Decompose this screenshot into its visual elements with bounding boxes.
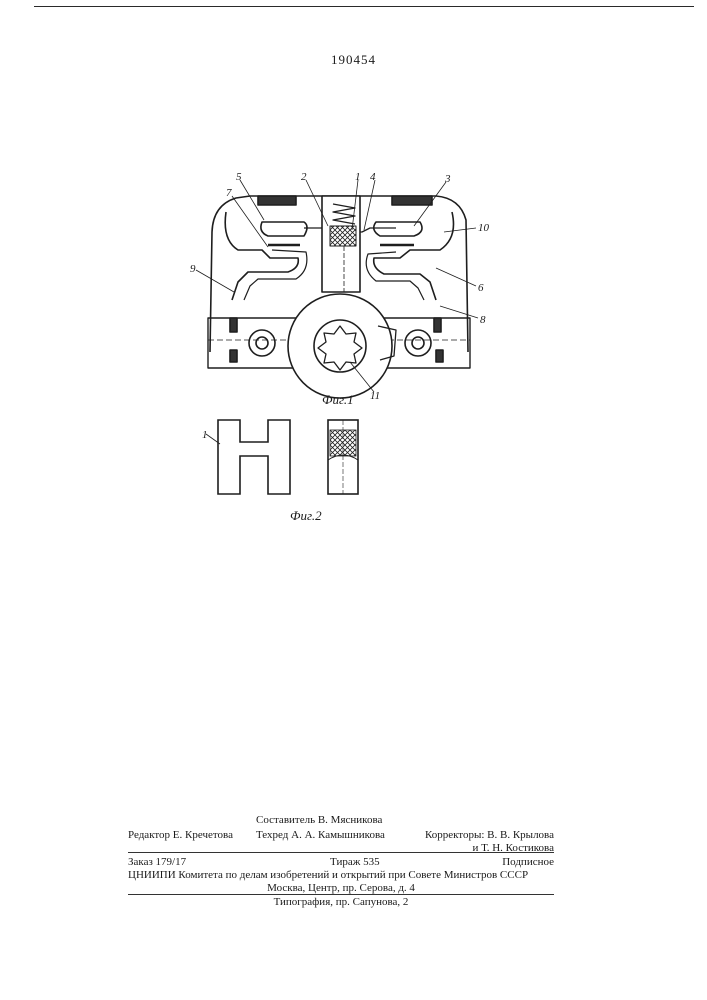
order-number: Заказ 179/17 [128,856,186,869]
label-5: 5 [236,171,242,183]
subscription: Подписное [502,856,554,869]
label-4: 4 [370,171,376,183]
techred: Техред А. А. Камышникова [256,829,385,842]
figure1-drawing [196,180,478,398]
editor: Редактор Е. Кречетова [128,829,233,842]
label-10: 10 [478,222,490,234]
top-pad-left [258,196,296,205]
top-pad-right [392,196,432,205]
correctors-2: и Т. Н. Костикова [472,842,554,855]
colophon-rule-1 [128,852,554,853]
label-9: 9 [190,263,196,275]
label-3: 3 [444,173,451,185]
institute: ЦНИИПИ Комитета по делам изобретений и о… [128,869,528,882]
hole-right [405,330,431,356]
pin-right [434,318,441,332]
figure2-caption: Фиг.2 [290,508,322,523]
label-8: 8 [480,314,486,326]
label-11: 11 [370,390,380,402]
compiler: Составитель В. Мясникова [256,814,382,827]
label-2: 2 [301,171,307,183]
colophon-rule-2 [128,894,554,895]
figure1-caption: Фиг.1 [322,392,354,407]
circulation: Тираж 535 [330,856,380,869]
hole-left [249,330,275,356]
label-6: 6 [478,282,484,294]
shoe-left [261,222,307,236]
label-1: 1 [355,171,361,183]
label-7: 7 [226,187,232,199]
printing-house: Типография, пр. Сапунова, 2 [128,896,554,909]
hub-outer [288,294,392,398]
shoe-right [374,222,422,236]
correctors-1: Корректоры: В. В. Крылова [425,829,554,842]
figure2-drawing [206,420,358,494]
pin-left [230,318,237,332]
h-element [218,420,290,494]
fig2-label-1: 1 [202,429,208,441]
